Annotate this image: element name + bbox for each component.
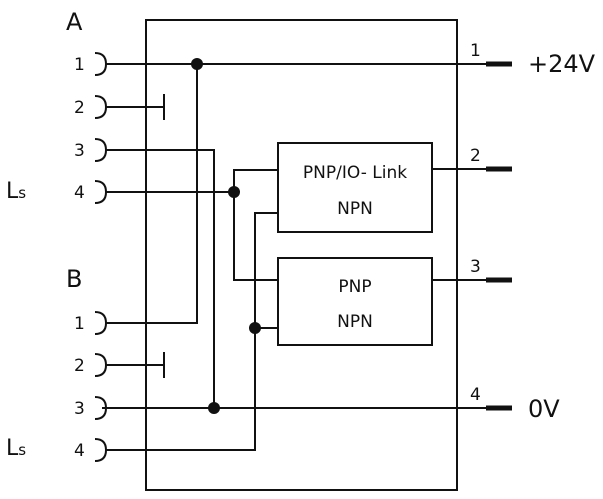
output-0v-label: 0V (528, 395, 560, 423)
group-b-pin-1-number: 1 (74, 314, 85, 334)
junction-0v (208, 402, 220, 414)
wire-24v-bus (106, 64, 198, 324)
group-a-pin-2-socket (94, 95, 108, 119)
output-24v-label: +24V (528, 50, 596, 78)
group-b-pin-4-number: 4 (74, 441, 85, 461)
group-b-ls-label: Ls (6, 436, 26, 461)
group-b-pin-1-socket (94, 311, 108, 335)
switch-box-1-line-2: NPN (337, 199, 373, 219)
switch-box-2 (277, 257, 433, 346)
output-3-number: 3 (470, 257, 481, 277)
junction-a-pin-4 (228, 186, 240, 198)
switch-box-1-line-1: PNP/IO- Link (303, 163, 407, 183)
group-a-pin-1-socket (94, 52, 108, 76)
group-b-pin-4-socket (94, 438, 108, 462)
group-a-pin-2-number: 2 (74, 98, 85, 118)
group-b-label: B (66, 265, 82, 293)
output-1-number: 1 (470, 41, 481, 61)
output-4-number: 4 (470, 385, 481, 405)
device-housing (145, 19, 458, 491)
output-2-number: 2 (470, 146, 481, 166)
group-a-label: A (66, 8, 83, 36)
junction-b-pin-4 (249, 322, 261, 334)
group-a-ls-label: Ls (6, 179, 26, 204)
group-a-pin-4-socket (94, 180, 108, 204)
group-a-pin-1-number: 1 (74, 55, 85, 75)
group-a-pin-3-socket (94, 138, 108, 162)
group-b-pin-3-number: 3 (74, 399, 85, 419)
switch-box-1 (277, 142, 433, 233)
group-a-pin-3-number: 3 (74, 141, 85, 161)
switch-box-2-line-2: NPN (337, 312, 373, 332)
wire-a-pin-4 (106, 191, 278, 281)
wire-0v-bus (106, 149, 215, 408)
wire-a-pin-4-to-box-1 (233, 169, 278, 192)
group-b-pin-2-socket (94, 353, 108, 377)
switch-box-2-line-1: PNP (338, 277, 371, 297)
group-a-pin-4-number: 4 (74, 183, 85, 203)
group-b-pin-2-number: 2 (74, 356, 85, 376)
junction-24v (191, 58, 203, 70)
